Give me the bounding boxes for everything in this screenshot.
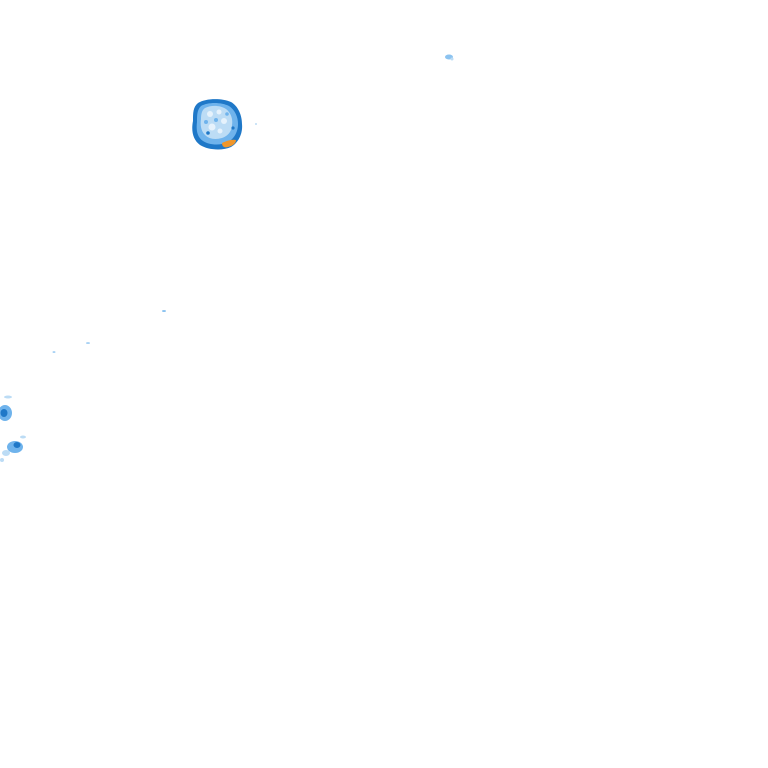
echo-speckle <box>207 111 213 117</box>
echo-speckle <box>204 120 208 124</box>
echo-texture <box>204 109 235 135</box>
echo-speckle <box>206 131 210 135</box>
echo-light <box>450 57 454 61</box>
echo-speck <box>52 351 56 353</box>
echo-speckle <box>225 112 229 116</box>
echo-speckle <box>216 109 222 115</box>
echo-light <box>0 458 4 462</box>
echo-speckle <box>231 126 235 130</box>
precipitation-cell-main <box>192 99 243 150</box>
echo-speckle <box>217 128 223 134</box>
echo-speck <box>162 310 166 312</box>
echo-speckle <box>221 118 227 124</box>
echo-speck <box>255 123 257 125</box>
echo-intense <box>222 139 236 148</box>
echo-light <box>4 395 12 399</box>
echo-light <box>20 435 26 439</box>
precipitation-cell-left-1 <box>0 395 12 421</box>
echo-speckle <box>208 123 216 131</box>
echo-speckle <box>214 118 218 122</box>
echo-heavy <box>13 442 21 448</box>
precipitation-cell-left-2 <box>0 435 26 462</box>
precipitation-specks <box>52 123 257 353</box>
echo-speck <box>86 342 90 344</box>
precipitation-cell-upper-right <box>445 54 454 61</box>
echo-light <box>2 450 10 456</box>
echo-heavy <box>0 409 8 417</box>
